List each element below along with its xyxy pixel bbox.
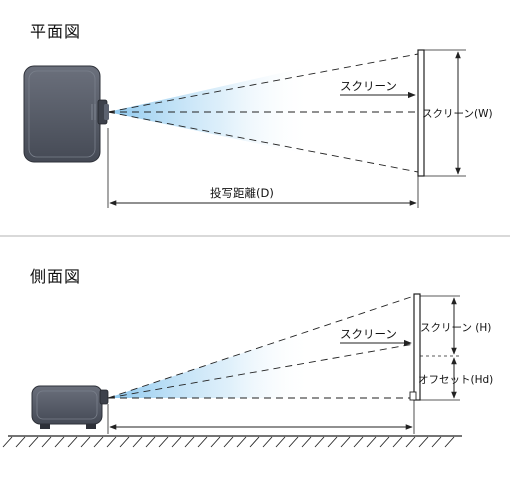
top-beam-edge-lower xyxy=(107,111,419,173)
floor-hatching xyxy=(2,436,455,448)
side-screen-foot xyxy=(409,391,417,401)
screen-width-label: スクリーン(W) xyxy=(422,108,493,120)
throw-distance-label: 投写距離(D) xyxy=(210,186,274,200)
top-screen-label: スクリーン xyxy=(340,79,397,93)
projector-lens xyxy=(104,104,109,120)
projector-foot-front xyxy=(40,424,50,429)
side-screen-label: スクリーン xyxy=(340,327,397,341)
side-view-title: 側面図 xyxy=(30,267,82,286)
side-screen xyxy=(413,293,421,401)
top-light-beam xyxy=(108,66,312,155)
projector-foot-rear xyxy=(86,424,96,429)
projector-side-view xyxy=(31,385,109,429)
top-beam-edge-upper xyxy=(107,53,419,113)
top-view: スクリーン スクリーン(W) 投写距離(D) xyxy=(23,49,493,208)
top-view-title: 平面図 xyxy=(30,22,82,41)
side-projector-lens xyxy=(99,389,109,405)
side-view: スクリーン スクリーン (H) オフセット(Hd) xyxy=(2,293,493,448)
side-beam-center xyxy=(107,343,415,399)
projector-top-view xyxy=(23,65,109,163)
screen-height-label: スクリーン (H) xyxy=(420,322,491,334)
offset-label: オフセット(Hd) xyxy=(418,374,493,386)
side-beam-edge-upper xyxy=(107,295,415,399)
top-screen xyxy=(417,49,425,177)
